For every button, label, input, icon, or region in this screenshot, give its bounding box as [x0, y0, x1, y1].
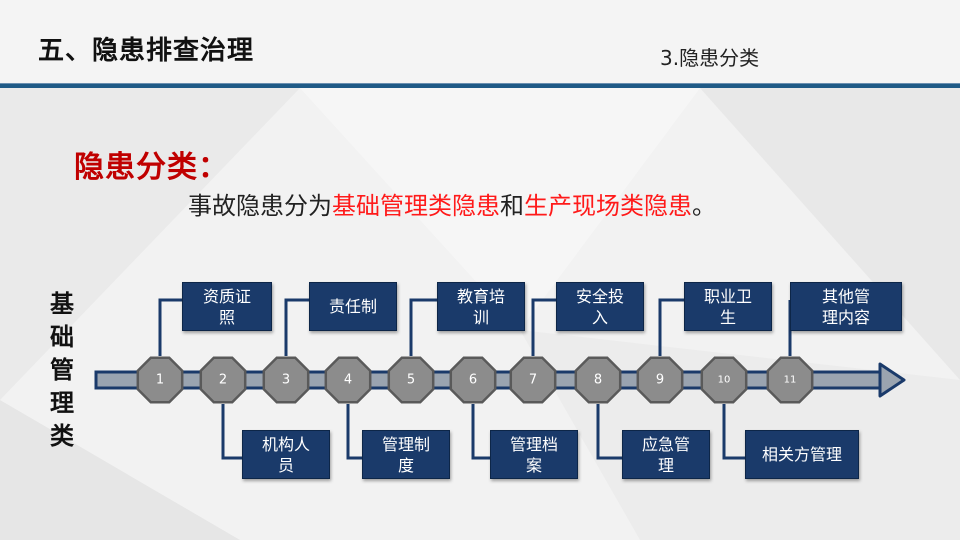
category-box-text: 机构人 [261, 434, 310, 454]
side-label-char: 管 [50, 356, 74, 384]
category-box: 资质证照 [182, 282, 272, 331]
step-node [324, 356, 372, 404]
step-node-label: 7 [529, 373, 537, 388]
arrow-head [878, 362, 906, 398]
category-box: 职业卫生 [684, 282, 772, 331]
sentence-part: 。 [692, 192, 716, 220]
connector-bottom [722, 404, 745, 460]
category-box: 应急管理 [622, 430, 710, 479]
step-node-label: 4 [344, 373, 352, 388]
category-box-text: 安全投 [575, 286, 624, 306]
category-box-text: 其他管 [821, 286, 870, 306]
header-divider [0, 84, 960, 88]
category-box: 教育培训 [437, 282, 525, 331]
category-box-text: 员 [277, 455, 294, 475]
category-box-text: 责任制 [328, 297, 377, 316]
step-node-label: 11 [784, 375, 797, 386]
category-box-text: 训 [472, 307, 489, 327]
side-label-char: 础 [50, 323, 74, 351]
category-box: 责任制 [309, 282, 397, 331]
connector-bottom [596, 404, 622, 460]
step-node [262, 356, 310, 404]
step-node-label: 3 [282, 373, 290, 388]
category-box-text: 管理制 [381, 434, 430, 454]
step-node [766, 356, 814, 404]
classification-heading: 隐患分类： [74, 150, 229, 185]
step-node [636, 356, 684, 404]
connector-top [158, 298, 182, 356]
step-node-label: 10 [718, 375, 731, 386]
step-node [136, 356, 184, 404]
category-box: 机构人员 [242, 430, 330, 479]
page-title: 五、隐患排查治理 [38, 36, 255, 66]
step-node [199, 356, 247, 404]
category-box-text: 应急管 [641, 434, 690, 454]
step-node-label: 1 [156, 373, 164, 388]
connector-top [531, 298, 556, 356]
side-label-char: 理 [50, 389, 74, 417]
category-box: 相关方管理 [745, 430, 859, 479]
sentence-part: 事故隐患分为 [188, 192, 332, 220]
category-box-text: 案 [525, 455, 542, 475]
classification-sentence: 事故隐患分为基础管理类隐患和生产现场类隐患。 [188, 186, 716, 221]
side-label-char: 类 [50, 422, 74, 450]
header: 五、隐患排查治理 3.隐患分类 [0, 0, 960, 88]
category-box-text: 理内容 [821, 307, 870, 327]
category-box-text: 生 [719, 307, 736, 327]
connector-top [284, 298, 309, 356]
step-node-label: 5 [407, 373, 415, 388]
category-box-text: 度 [397, 455, 414, 475]
connector-bottom [471, 404, 490, 460]
step-node-label: 6 [469, 373, 477, 388]
step-node-label: 2 [219, 373, 227, 388]
section-label: 3.隐患分类 [660, 46, 760, 70]
sentence-part: 和 [500, 192, 524, 220]
connector-top [409, 298, 437, 356]
category-box-text: 照 [218, 307, 235, 327]
category-box-text: 教育培 [456, 286, 505, 306]
step-node [700, 356, 748, 404]
step-node [509, 356, 557, 404]
header-divider-thin [0, 83, 960, 84]
category-box-text: 入 [591, 307, 608, 327]
side-label-char: 基 [50, 290, 74, 318]
category-box: 其他管理内容 [790, 282, 902, 331]
sentence-highlight-site: 生产现场类隐患 [524, 192, 692, 220]
category-box-text: 管理档 [509, 434, 558, 454]
category-box: 管理制度 [362, 430, 450, 479]
connector-top [658, 298, 684, 356]
category-box-text: 职业卫 [703, 286, 752, 306]
step-node-label: 9 [656, 373, 664, 388]
step-node [574, 356, 622, 404]
step-node [449, 356, 497, 404]
category-box-text: 相关方管理 [761, 445, 842, 464]
step-node-label: 8 [594, 373, 602, 388]
category-box-text: 资质证 [202, 286, 251, 306]
sentence-highlight-basic: 基础管理类隐患 [332, 192, 500, 220]
side-label: 基 础 管 理 类 [48, 288, 76, 453]
step-node [387, 356, 435, 404]
connector-bottom [346, 404, 362, 460]
category-box-text: 理 [657, 455, 674, 475]
category-box: 管理档案 [490, 430, 578, 479]
connector-bottom [221, 404, 242, 460]
category-box: 安全投入 [556, 282, 644, 331]
